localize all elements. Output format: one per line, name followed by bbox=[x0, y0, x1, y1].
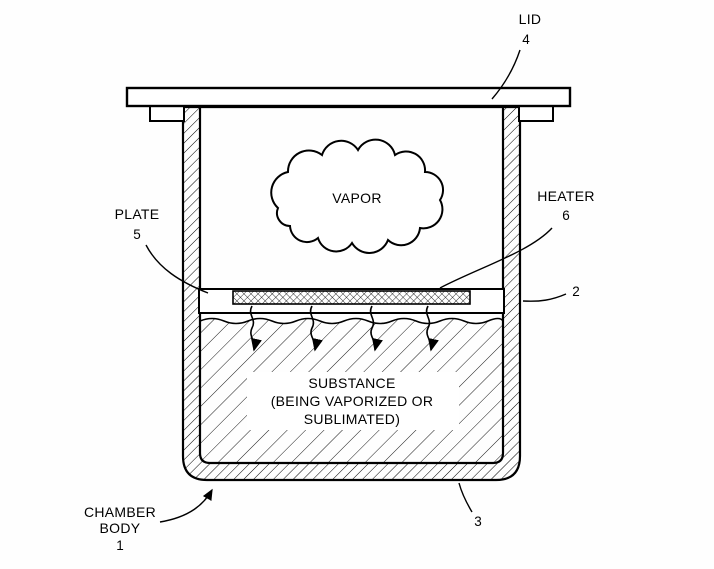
heat-arrow bbox=[309, 305, 323, 352]
heat-arrow bbox=[425, 305, 439, 352]
chamber-body-label-line1: CHAMBER bbox=[84, 504, 156, 520]
lid-label: LID bbox=[519, 11, 542, 27]
vapor-label: VAPOR bbox=[332, 190, 381, 206]
substance-surface-line bbox=[199, 317, 504, 325]
substance-label-line3: SUBLIMATED) bbox=[304, 411, 400, 427]
lid-tab-left bbox=[149, 105, 185, 122]
chamber-body-label-line2: BODY bbox=[100, 520, 141, 536]
plate-leader bbox=[145, 244, 209, 294]
lid-ref: 4 bbox=[522, 32, 530, 47]
heat-arrow bbox=[249, 305, 262, 352]
chamber-body-arrow bbox=[159, 488, 213, 523]
heat-arrow bbox=[369, 305, 383, 352]
vapor-cloud bbox=[270, 138, 445, 254]
lid-tab-right bbox=[518, 105, 554, 122]
substance-label-line2: (BEING VAPORIZED OR bbox=[271, 393, 434, 409]
plate-ref: 5 bbox=[133, 227, 141, 242]
substance-caption-box bbox=[247, 372, 459, 430]
heat-arrows bbox=[249, 305, 439, 352]
base-ref: 3 bbox=[474, 514, 482, 529]
heater-label: HEATER bbox=[537, 188, 595, 204]
lid bbox=[125, 86, 572, 108]
heater-leader bbox=[439, 227, 553, 289]
substance-label-line1: SUBSTANCE bbox=[308, 375, 395, 391]
lid-leader bbox=[491, 49, 521, 100]
plate-label: PLATE bbox=[115, 206, 160, 222]
heater-crosshatch bbox=[233, 291, 470, 304]
chamber-body-ref: 1 bbox=[116, 538, 124, 553]
wall-ref-leader bbox=[522, 293, 567, 302]
base-ref-leader bbox=[458, 482, 473, 513]
wall-ref: 2 bbox=[572, 284, 580, 299]
leader-lines bbox=[145, 49, 567, 523]
heater-ref: 6 bbox=[562, 208, 570, 223]
